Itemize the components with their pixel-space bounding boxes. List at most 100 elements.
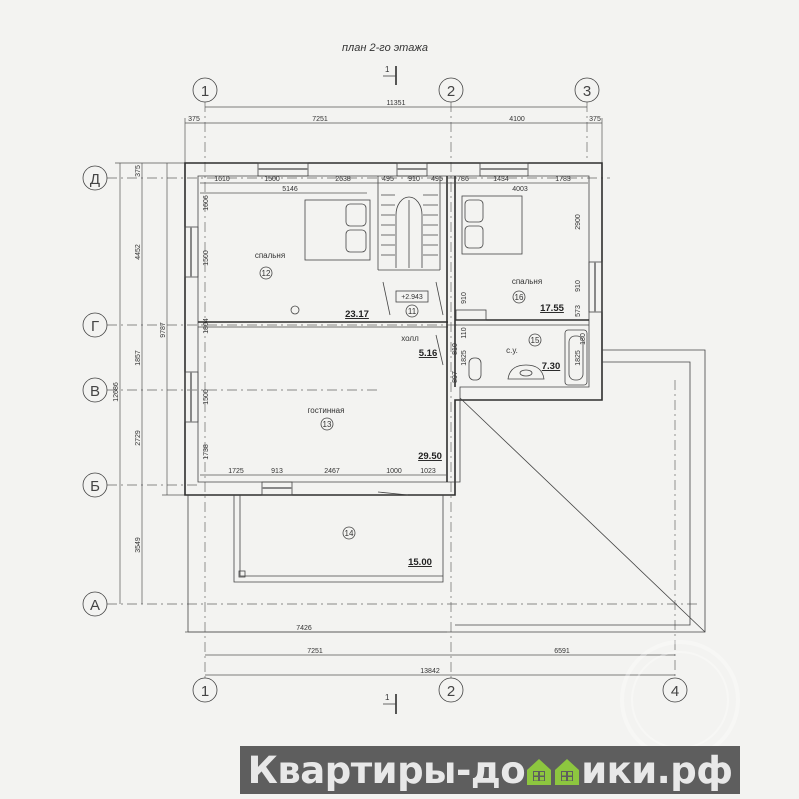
svg-text:3: 3 xyxy=(583,83,591,100)
svg-text:12: 12 xyxy=(262,269,271,278)
svg-text:1606: 1606 xyxy=(203,195,210,211)
svg-text:9787: 9787 xyxy=(160,322,167,338)
svg-text:5146: 5146 xyxy=(282,186,298,193)
axis-marker-bottom-1: 1 xyxy=(192,677,218,703)
svg-text:4: 4 xyxy=(671,683,679,700)
svg-text:29.50: 29.50 xyxy=(418,451,442,462)
bathroom-fixtures xyxy=(468,329,588,386)
svg-text:14: 14 xyxy=(345,529,354,538)
svg-text:910: 910 xyxy=(575,280,582,292)
svg-text:13842: 13842 xyxy=(420,668,440,675)
logo-text-end: ики.рф xyxy=(581,748,733,792)
svg-text:гостинная: гостинная xyxy=(308,406,345,415)
svg-text:1: 1 xyxy=(201,683,209,700)
building-walls xyxy=(184,162,603,496)
svg-text:3549: 3549 xyxy=(135,537,142,553)
svg-text:4100: 4100 xyxy=(509,116,525,123)
svg-text:495: 495 xyxy=(382,176,394,183)
svg-text:2900: 2900 xyxy=(575,214,582,230)
svg-text:4452: 4452 xyxy=(135,244,142,260)
left-dimensions: 12686 9787 375 4452 1857 2729 3549 1606 … xyxy=(113,162,210,604)
svg-text:910: 910 xyxy=(461,292,468,304)
svg-text:спальня: спальня xyxy=(512,277,542,286)
room-bathroom-15: 15 с.у. 7.30 xyxy=(506,333,561,372)
svg-text:1500: 1500 xyxy=(203,389,210,405)
axis-marker-top-2: 2 xyxy=(438,77,464,103)
svg-text:1610: 1610 xyxy=(214,176,230,183)
svg-text:11: 11 xyxy=(408,307,417,316)
svg-text:375: 375 xyxy=(589,116,601,123)
svg-text:1500: 1500 xyxy=(264,176,280,183)
svg-text:1: 1 xyxy=(201,83,209,100)
svg-text:2729: 2729 xyxy=(135,430,142,446)
svg-text:180: 180 xyxy=(580,333,587,345)
svg-text:7.30: 7.30 xyxy=(542,361,561,372)
svg-text:1783: 1783 xyxy=(555,176,571,183)
svg-text:1: 1 xyxy=(385,65,390,74)
svg-text:13: 13 xyxy=(323,420,332,429)
doors xyxy=(377,281,487,496)
svg-text:7426: 7426 xyxy=(296,625,312,632)
svg-text:11351: 11351 xyxy=(387,100,406,107)
axis-marker-row-d: Д xyxy=(82,165,108,191)
room-hall-11: +2.943 11 холл 5.16 xyxy=(395,290,438,359)
svg-text:375: 375 xyxy=(135,165,142,177)
room-living-13: гостинная 13 29.50 xyxy=(308,406,442,462)
top-dimensions: 11351 375 7251 4100 375 xyxy=(184,100,603,163)
bottom-dimensions: 7426 7251 6591 13842 xyxy=(185,625,675,676)
axis-marker-row-b: Б xyxy=(82,472,108,498)
svg-text:910: 910 xyxy=(408,176,420,183)
svg-text:1738: 1738 xyxy=(203,444,210,460)
svg-text:1825: 1825 xyxy=(461,350,468,366)
svg-text:1500: 1500 xyxy=(203,250,210,266)
svg-text:спальня: спальня xyxy=(255,251,285,260)
svg-text:810: 810 xyxy=(452,343,459,355)
staircase xyxy=(381,194,438,268)
axis-lines xyxy=(107,102,700,678)
axis-marker-row-g: Г xyxy=(82,312,108,338)
section-mark-bottom: 1 xyxy=(383,693,397,714)
room-terrace-14: 14 15.00 xyxy=(233,495,444,583)
axis-marker-top-3: 3 xyxy=(574,77,600,103)
svg-text:холл: холл xyxy=(401,334,419,343)
svg-text:6591: 6591 xyxy=(554,648,570,655)
svg-text:с.у.: с.у. xyxy=(506,346,518,355)
svg-text:573: 573 xyxy=(575,305,582,317)
svg-text:1: 1 xyxy=(385,693,390,702)
svg-text:375: 375 xyxy=(188,116,200,123)
svg-text:15.00: 15.00 xyxy=(408,557,432,568)
svg-text:Б: Б xyxy=(90,478,100,495)
svg-text:1825: 1825 xyxy=(575,350,582,366)
svg-text:17.55: 17.55 xyxy=(540,303,564,314)
site-logo-banner: Квартиры-до ики.рф xyxy=(240,746,740,794)
house-icon xyxy=(555,759,580,785)
axis-marker-bottom-2: 2 xyxy=(438,677,464,703)
svg-text:786: 786 xyxy=(457,176,469,183)
section-mark-top: 1 xyxy=(383,65,397,85)
svg-text:В: В xyxy=(90,383,100,400)
room-bedroom-16: спальня 16 17.55 xyxy=(512,277,565,314)
axis-marker-row-v: В xyxy=(82,377,108,403)
svg-text:7251: 7251 xyxy=(312,116,328,123)
svg-text:2638: 2638 xyxy=(335,176,351,183)
svg-text:1434: 1434 xyxy=(493,176,509,183)
svg-text:5.16: 5.16 xyxy=(419,348,438,359)
svg-text:А: А xyxy=(90,597,100,614)
axis-marker-row-a: А xyxy=(82,591,108,617)
axis-marker-top-1: 1 xyxy=(192,77,218,103)
svg-text:1000: 1000 xyxy=(386,468,402,475)
watermark-seal xyxy=(620,640,740,760)
logo-text-start: Квартиры-до xyxy=(247,748,526,792)
plan-title: план 2-го этажа xyxy=(342,42,428,54)
svg-text:4003: 4003 xyxy=(512,186,528,193)
svg-text:15: 15 xyxy=(531,336,540,345)
svg-text:1857: 1857 xyxy=(135,350,142,366)
svg-text:2: 2 xyxy=(447,83,455,100)
svg-text:2: 2 xyxy=(447,683,455,700)
svg-text:Д: Д xyxy=(90,171,100,188)
svg-text:23.17: 23.17 xyxy=(345,309,369,320)
svg-text:495: 495 xyxy=(431,176,443,183)
svg-text:16: 16 xyxy=(515,293,524,302)
svg-text:1804: 1804 xyxy=(203,318,210,334)
svg-text:7251: 7251 xyxy=(307,648,323,655)
